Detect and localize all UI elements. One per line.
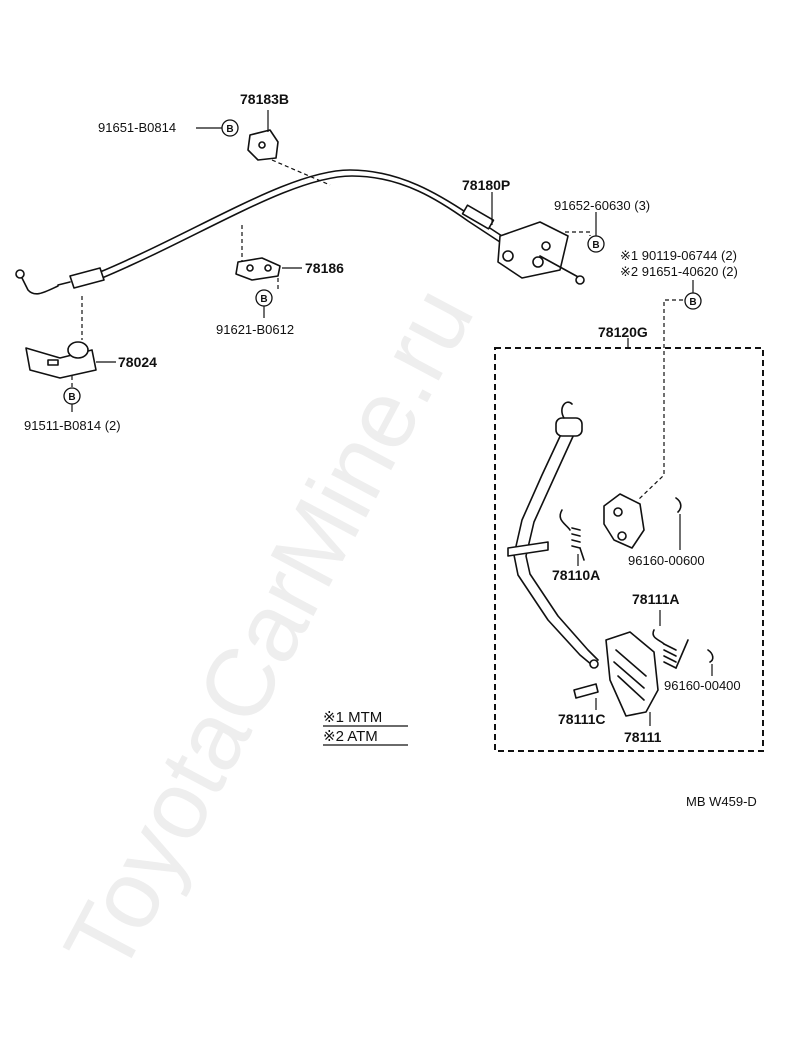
label-91652-60630: 91652-60630 (3)	[554, 198, 650, 213]
pin-78110[interactable]	[507, 541, 549, 557]
bolt-marker-91651-b0814: B	[221, 119, 239, 137]
leader-78183b	[271, 159, 331, 186]
svg-text:B: B	[260, 294, 267, 305]
pedal-arm[interactable]	[513, 401, 599, 669]
accelerator-pedal-pad[interactable]	[605, 631, 659, 717]
label-78111: 78111	[624, 729, 662, 745]
svg-text:B: B	[592, 240, 599, 251]
label-78110a: 78110A	[552, 567, 600, 583]
bracket-78183b[interactable]	[247, 129, 279, 161]
label-91511-b0814: 91511-B0814 (2)	[24, 418, 121, 433]
label-78111c: 78111C	[558, 711, 606, 727]
clamp-78186[interactable]	[235, 257, 281, 281]
label-78180p: 78180P	[462, 177, 510, 193]
label-91651-40620: ※2 91651-40620 (2)	[620, 264, 738, 279]
svg-text:B: B	[226, 124, 233, 135]
spring-78110a[interactable]	[559, 509, 585, 561]
label-90119-06744: ※1 90119-06744 (2)	[620, 248, 737, 263]
clip-96160-00600[interactable]	[675, 497, 682, 513]
label-96160-00600: 96160-00600	[628, 553, 705, 568]
label-91651-b0814: 91651-B0814	[98, 120, 176, 135]
bolt-marker-91621-b0612: B	[255, 289, 273, 307]
spring-78111a[interactable]	[652, 629, 689, 669]
bracket-78024[interactable]	[25, 341, 97, 379]
label-78111a: 78111A	[632, 591, 680, 607]
drawing-code: MB W459-D	[686, 794, 757, 809]
label-91621-b0612: 91621-B0612	[216, 322, 294, 337]
label-78024: 78024	[118, 354, 157, 370]
label-78186: 78186	[305, 260, 344, 276]
watermark: ToyotaCarMine.ru	[44, 271, 494, 990]
legend-mtm: ※1 MTM	[323, 709, 382, 726]
pedal-bracket-plate[interactable]	[603, 493, 645, 549]
throttle-link-bracket[interactable]	[497, 221, 585, 285]
pedal-assembly-box	[494, 347, 764, 752]
bolt-marker-91652-60630: B	[587, 235, 605, 253]
legend-atm: ※2 ATM	[323, 728, 378, 745]
clip-96160-00400[interactable]	[707, 649, 714, 663]
accelerator-cable[interactable]	[15, 169, 506, 295]
label-78183b: 78183B	[240, 91, 289, 107]
label-96160-00400: 96160-00400	[664, 678, 741, 693]
bolt-marker-90119-91651: B	[684, 292, 702, 310]
svg-text:B: B	[689, 297, 696, 308]
label-78120g: 78120G	[598, 324, 648, 340]
svg-text:B: B	[68, 392, 75, 403]
bolt-marker-91511-b0814: B	[63, 387, 81, 405]
pin-78111c[interactable]	[573, 683, 599, 699]
